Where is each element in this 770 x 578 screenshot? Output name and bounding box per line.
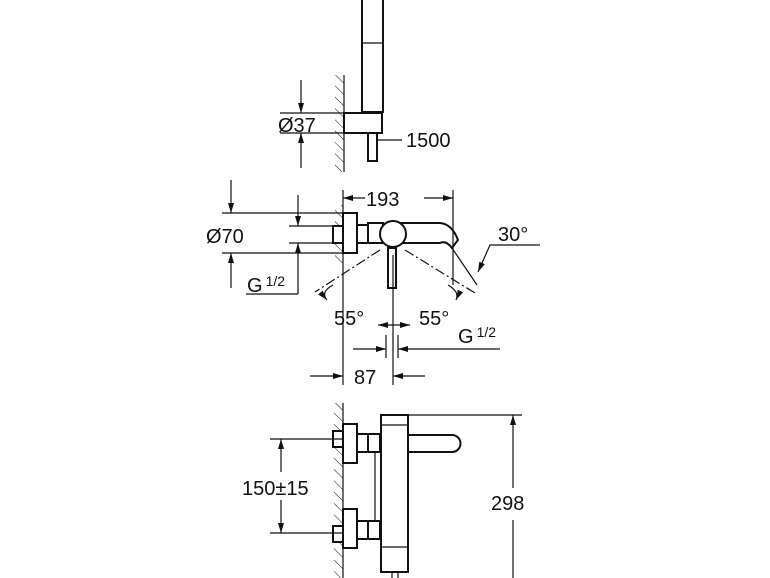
spout <box>399 222 460 250</box>
lever-angle-left-label: 55° <box>334 308 364 330</box>
holder-diameter-label: Ø37 <box>278 115 316 137</box>
rosette-diameter-label: Ø70 <box>206 226 244 248</box>
hand-shower <box>361 0 384 113</box>
mixer-body <box>380 414 409 573</box>
front-view: 150±15 298 <box>242 403 524 578</box>
hose-stub <box>367 132 378 162</box>
wall-hatch <box>335 75 344 172</box>
centre-distance-label: 150±15 <box>242 478 309 500</box>
wall-rosette-top <box>342 423 358 464</box>
wall-to-axis-label: 87 <box>354 367 376 389</box>
spout-angle-label: 30° <box>498 224 528 246</box>
shower-holder <box>343 112 383 134</box>
wall-rosette-bottom <box>342 508 358 549</box>
lever-angle-right-label: 55° <box>419 308 449 330</box>
hose-length-label: 1500 <box>406 130 451 152</box>
height-label: 298 <box>491 493 524 515</box>
nut <box>356 224 369 244</box>
lever-handle <box>407 434 462 453</box>
wall-rosette <box>342 212 358 254</box>
projection-label: 193 <box>366 189 399 211</box>
mixer-body <box>379 220 407 248</box>
lever <box>387 247 397 289</box>
hand-shower-view: Ø37 1500 <box>278 0 451 172</box>
